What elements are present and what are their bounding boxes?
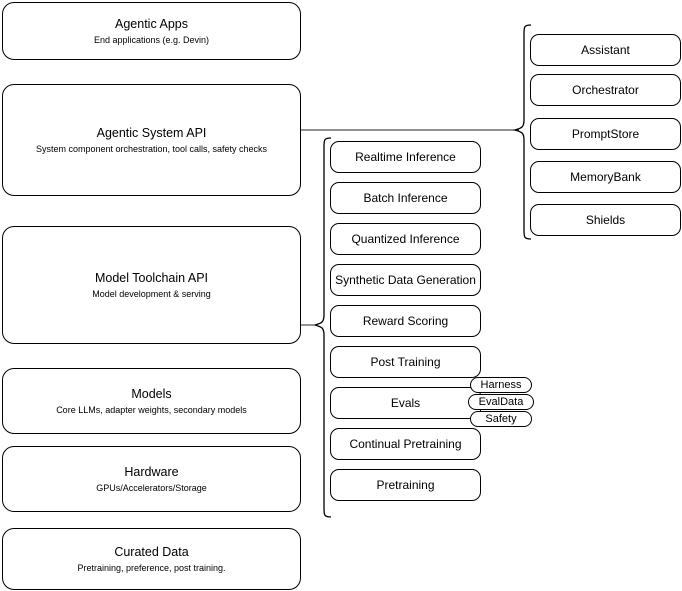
component-label: PromptStore — [571, 127, 640, 141]
layer-title: Model Toolchain API — [94, 270, 209, 285]
service-box-realtime-inference[interactable]: Realtime Inference — [330, 141, 481, 173]
service-box-reward-scoring[interactable]: Reward Scoring — [330, 305, 481, 337]
service-label: Continual Pretraining — [349, 437, 462, 451]
layer-box-agentic-system-api[interactable]: Agentic System API System component orch… — [2, 84, 301, 196]
service-box-continual-pretraining[interactable]: Continual Pretraining — [330, 428, 481, 460]
layer-description: Core LLMs, adapter weights, secondary mo… — [56, 404, 247, 415]
service-label: Reward Scoring — [362, 314, 449, 328]
connector-system-api-to-components — [301, 124, 523, 136]
eval-badge-safety[interactable]: Safety — [470, 411, 532, 427]
component-label: MemoryBank — [570, 170, 641, 184]
layer-box-curated-data[interactable]: Curated Data Pretraining, preference, po… — [2, 528, 301, 590]
layer-description: Model development & serving — [92, 288, 211, 299]
service-label: Synthetic Data Generation — [335, 273, 476, 287]
service-label: Quantized Inference — [351, 232, 460, 246]
layer-description: End applications (e.g. Devin) — [93, 34, 210, 45]
layer-title: Hardware — [124, 464, 179, 479]
component-label: Assistant — [581, 43, 630, 57]
service-label: Realtime Inference — [355, 150, 456, 164]
component-box-orchestrator[interactable]: Orchestrator — [530, 74, 681, 106]
layer-box-models[interactable]: Models Core LLMs, adapter weights, secon… — [2, 368, 301, 434]
service-box-evals[interactable]: Evals — [330, 387, 481, 419]
layer-title: Agentic System API — [96, 125, 207, 140]
service-box-quantized-inference[interactable]: Quantized Inference — [330, 223, 481, 255]
component-label: Shields — [585, 213, 626, 227]
layer-description: Pretraining, preference, post training. — [77, 562, 226, 573]
brace-system-components — [512, 24, 532, 240]
service-box-synthetic-data-generation[interactable]: Synthetic Data Generation — [330, 264, 481, 296]
layer-description: System component orchestration, tool cal… — [35, 143, 268, 154]
service-box-post-training[interactable]: Post Training — [330, 346, 481, 378]
service-label: Evals — [390, 396, 421, 410]
layer-box-hardware[interactable]: Hardware GPUs/Accelerators/Storage — [2, 446, 301, 512]
component-box-assistant[interactable]: Assistant — [530, 34, 681, 66]
component-box-shields[interactable]: Shields — [530, 204, 681, 236]
layer-title: Models — [131, 386, 172, 401]
component-box-promptstore[interactable]: PromptStore — [530, 118, 681, 150]
layer-description: GPUs/Accelerators/Storage — [96, 482, 207, 493]
service-box-pretraining[interactable]: Pretraining — [330, 469, 481, 501]
service-label: Post Training — [370, 355, 441, 369]
component-label: Orchestrator — [572, 83, 639, 97]
component-box-memorybank[interactable]: MemoryBank — [530, 161, 681, 193]
layer-title: Curated Data — [114, 544, 189, 559]
connector-toolchain-api-to-brace — [300, 320, 318, 330]
layer-title: Agentic Apps — [115, 16, 188, 31]
service-label: Batch Inference — [363, 191, 448, 205]
layer-box-agentic-apps[interactable]: Agentic Apps End applications (e.g. Devi… — [2, 2, 301, 60]
eval-badge-evaldata[interactable]: EvalData — [468, 394, 534, 410]
service-box-batch-inference[interactable]: Batch Inference — [330, 182, 481, 214]
service-label: Pretraining — [376, 478, 435, 492]
eval-badge-harness[interactable]: Harness — [470, 377, 532, 393]
layer-box-model-toolchain-api[interactable]: Model Toolchain API Model development & … — [2, 226, 301, 344]
